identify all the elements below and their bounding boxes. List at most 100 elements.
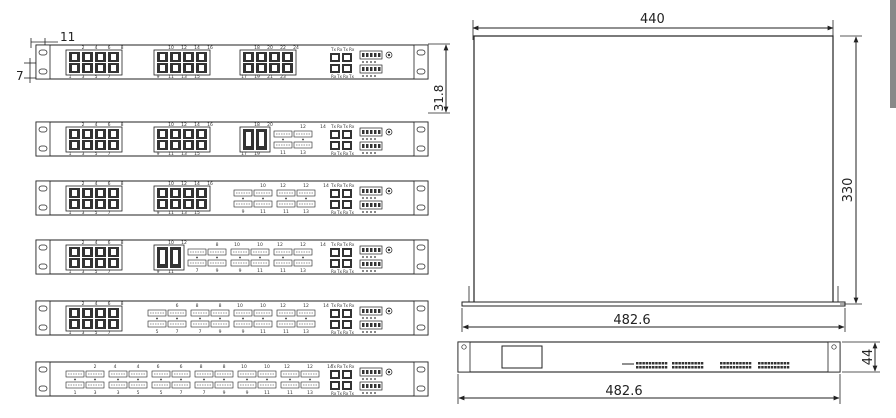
port-number: 10: [257, 242, 263, 248]
rj45-port-opening: [199, 131, 204, 137]
port-number: 11: [260, 209, 266, 215]
sfp-slot: [293, 248, 313, 256]
front-port-dot: [729, 362, 733, 365]
port-number: 16: [207, 45, 213, 51]
port-number: 9: [246, 390, 249, 396]
front-port-dot: [675, 362, 678, 365]
rj45-port-opening: [246, 65, 251, 71]
front-port-dot: [681, 366, 685, 369]
status-led: [374, 211, 376, 213]
port-number: 11: [283, 329, 289, 335]
port-number: 6: [176, 303, 179, 309]
sfp-slot: [276, 200, 296, 208]
port-number: 10: [168, 240, 174, 246]
status-led: [366, 256, 368, 258]
port-number: 5: [95, 330, 98, 336]
sfp-slot: [233, 200, 253, 208]
port-number: 18: [254, 45, 260, 51]
front-port-dot: [648, 366, 652, 369]
front-port-dot: [645, 366, 649, 369]
front-port-dot: [639, 366, 642, 369]
front-port-dot: [758, 366, 761, 369]
uplink-label: Rx: [337, 183, 343, 188]
front-port-dot: [697, 362, 701, 365]
rj45-port-opening: [72, 201, 77, 207]
front-port-dot: [639, 362, 642, 365]
mount-hole: [38, 263, 48, 270]
front-port-dot: [700, 362, 704, 365]
uplink-port-opening: [344, 311, 350, 316]
port-number: 12: [284, 364, 290, 370]
rj45-port-opening: [272, 65, 277, 71]
uplink-label: Tx: [348, 210, 355, 215]
sfp-led: [259, 256, 261, 259]
front-port-dot: [783, 366, 787, 369]
console-pin: [378, 130, 381, 134]
rj45-port-opening: [173, 142, 178, 148]
sfp-led: [199, 317, 201, 320]
port-number: 7: [108, 330, 111, 336]
front-port-dot: [672, 362, 675, 365]
rj45-port-opening: [98, 321, 103, 327]
uplink-label: Tx: [342, 364, 349, 369]
status-led: [374, 392, 376, 394]
uplink-label: Rx: [343, 391, 349, 396]
port-number: 20: [267, 122, 273, 128]
front-port-dot: [648, 362, 652, 365]
port-number: 9: [239, 268, 242, 274]
front-port-dot: [767, 366, 771, 369]
port-number: 5: [95, 210, 98, 216]
terminal-pin: [370, 67, 373, 71]
uplink-label: Rx: [343, 269, 349, 274]
sfp-slot: [65, 370, 85, 378]
sfp-slot: [147, 320, 167, 328]
port-number: 7: [108, 269, 111, 275]
port-number: 5: [156, 329, 159, 335]
port-number: 19: [254, 74, 260, 80]
rj45-port-opening: [186, 190, 191, 196]
uplink-label: Rx: [331, 269, 337, 274]
port-number: 10: [241, 364, 247, 370]
port-number: 6: [157, 364, 160, 370]
port-number: 11: [287, 390, 293, 396]
front-port-dot: [742, 366, 745, 369]
port-number: 12: [181, 45, 187, 51]
rj45-port-opening: [111, 321, 116, 327]
port-number: 13: [181, 210, 187, 216]
sfp-led: [176, 317, 178, 320]
terminal-pin: [362, 67, 365, 71]
port-number: 16: [207, 122, 213, 128]
rj45-port-opening: [98, 65, 103, 71]
port-number: 8: [121, 301, 124, 307]
sfp-led: [223, 378, 225, 381]
terminal-pin: [374, 262, 377, 266]
port-number: 1: [69, 151, 72, 157]
port-number: 7: [199, 329, 202, 335]
port-number: 11: [264, 390, 270, 396]
front-view: 44 482.6: [457, 341, 880, 404]
sfp-led: [160, 378, 162, 381]
rj45-port-opening: [111, 249, 116, 255]
port-number: 13: [303, 209, 309, 215]
uplink-label: Rx: [337, 242, 343, 247]
uplink-port-opening: [344, 55, 350, 60]
port-number: 17: [241, 74, 247, 80]
console-pin: [378, 53, 381, 57]
front-port-dot: [697, 366, 701, 369]
ground-screw-center: [387, 130, 391, 134]
uplink-label: Rx: [343, 74, 349, 79]
port-number: 12: [280, 183, 286, 189]
console-pin: [370, 53, 373, 57]
front-port-dot: [636, 366, 639, 369]
status-led: [362, 331, 364, 333]
front-port-dot: [664, 366, 668, 369]
uplink-label: Tx: [348, 391, 355, 396]
sfp-slot: [190, 320, 210, 328]
port-number: 15: [194, 210, 200, 216]
port-number: 13: [181, 74, 187, 80]
sfp-slot: [147, 309, 167, 317]
dim-front-height-side: 31.8: [432, 85, 446, 112]
port-number: 6: [108, 301, 111, 307]
front-port-dot: [694, 366, 697, 369]
mount-hole: [38, 126, 48, 133]
